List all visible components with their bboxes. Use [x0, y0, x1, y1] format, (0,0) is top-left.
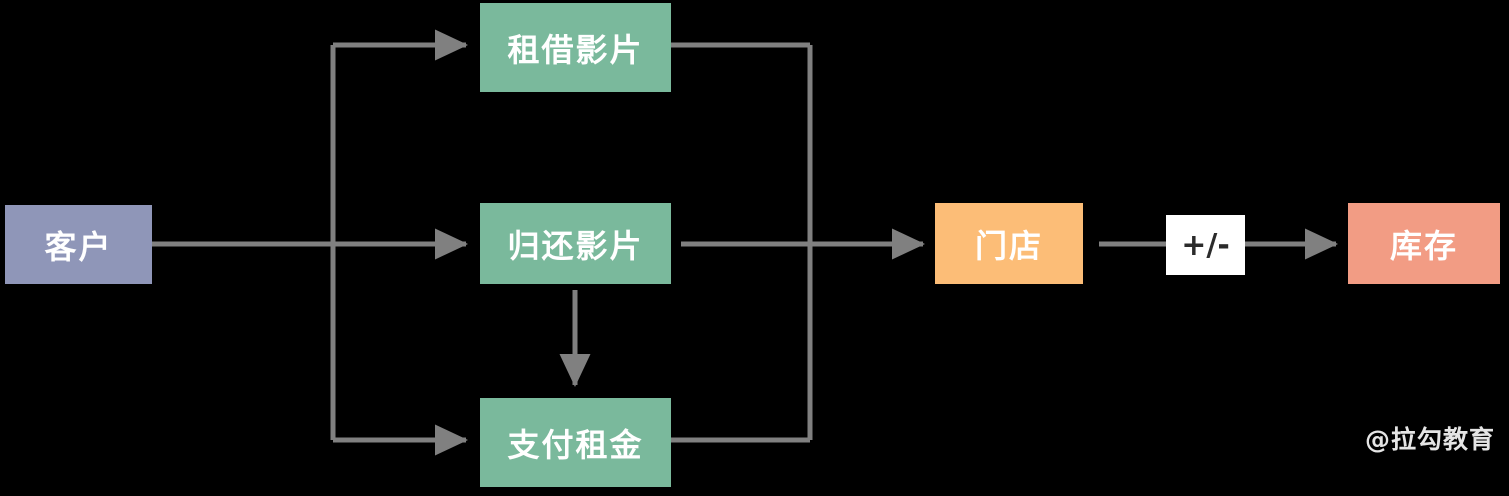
watermark-label: @拉勾教育: [1364, 425, 1495, 454]
node-rent-movie-label: 租借影片: [507, 30, 644, 69]
node-customer[interactable]: 客户: [5, 205, 152, 284]
node-plus-minus-operator[interactable]: +/-: [1166, 215, 1245, 275]
node-inventory[interactable]: 库存: [1348, 203, 1500, 284]
node-shop-label: 门店: [974, 226, 1043, 265]
node-customer-label: 客户: [44, 227, 113, 266]
node-pay-rent-label: 支付租金: [507, 425, 644, 464]
node-plus-minus-operator-label: +/-: [1181, 227, 1230, 263]
node-return-movie-label: 归还影片: [507, 226, 644, 265]
node-rent-movie[interactable]: 租借影片: [480, 3, 671, 92]
node-inventory-label: 库存: [1389, 226, 1458, 265]
node-shop[interactable]: 门店: [935, 203, 1083, 284]
node-pay-rent[interactable]: 支付租金: [480, 398, 671, 487]
node-return-movie[interactable]: 归还影片: [480, 203, 671, 284]
